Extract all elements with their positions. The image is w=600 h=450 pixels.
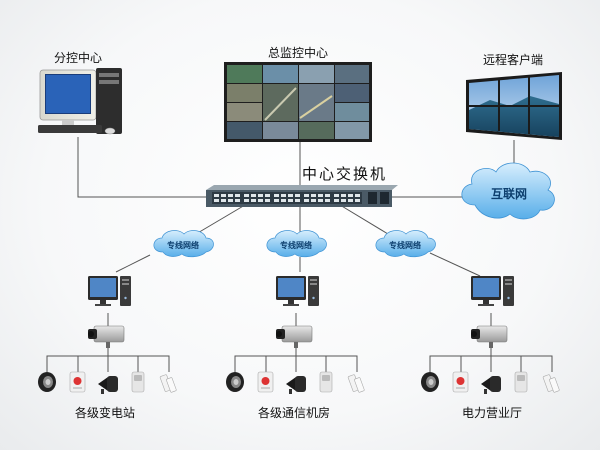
remote-client-screens-icon <box>466 72 562 140</box>
detector-icon <box>514 371 528 393</box>
site-computer-icon <box>88 276 131 306</box>
site-comm-room-label: 各级通信机房 <box>258 406 331 420</box>
detector-icon <box>319 371 333 393</box>
remote-client-label: 远程客户端 <box>483 53 544 67</box>
site-computer-icon <box>276 276 319 306</box>
door-sensor-icon <box>347 374 365 393</box>
private-network-label: 专线网络 <box>167 241 199 250</box>
alarm-button-icon <box>69 371 86 393</box>
main-center-label: 总监控中心 <box>268 46 329 60</box>
camera-icon <box>470 325 508 349</box>
door-sensor-icon <box>542 374 560 393</box>
private-network-cloud-icon <box>153 230 214 258</box>
private-network-cloud-icon <box>266 230 327 258</box>
site-substation-label: 各级变电站 <box>75 406 136 420</box>
private-network-label: 专线网络 <box>389 241 421 250</box>
branch-center-computer-icon <box>38 68 122 135</box>
private-network-label: 专线网络 <box>280 241 312 250</box>
siren-icon <box>286 376 306 394</box>
speaker-icon <box>226 372 244 392</box>
internet-cloud-icon <box>461 162 555 220</box>
alarm-button-icon <box>257 371 274 393</box>
camera-icon <box>275 325 313 349</box>
video-wall-icon <box>224 62 372 142</box>
detector-icon <box>131 371 145 393</box>
speaker-icon <box>421 372 439 392</box>
door-sensor-icon <box>159 374 177 393</box>
siren-icon <box>481 376 501 394</box>
speaker-icon <box>38 372 56 392</box>
connection-lines <box>46 137 553 372</box>
site-business-hall-label: 电力营业厅 <box>462 406 523 420</box>
branch-center-label: 分控中心 <box>54 51 103 65</box>
siren-icon <box>98 376 118 394</box>
private-network-cloud-icon <box>375 230 436 258</box>
alarm-button-icon <box>452 371 469 393</box>
internet-label: 互联网 <box>491 187 528 201</box>
camera-icon <box>87 325 125 349</box>
site-computer-icon <box>471 276 514 306</box>
core-switch-label: 中心交换机 <box>302 165 388 183</box>
core-switch-icon <box>206 185 398 207</box>
